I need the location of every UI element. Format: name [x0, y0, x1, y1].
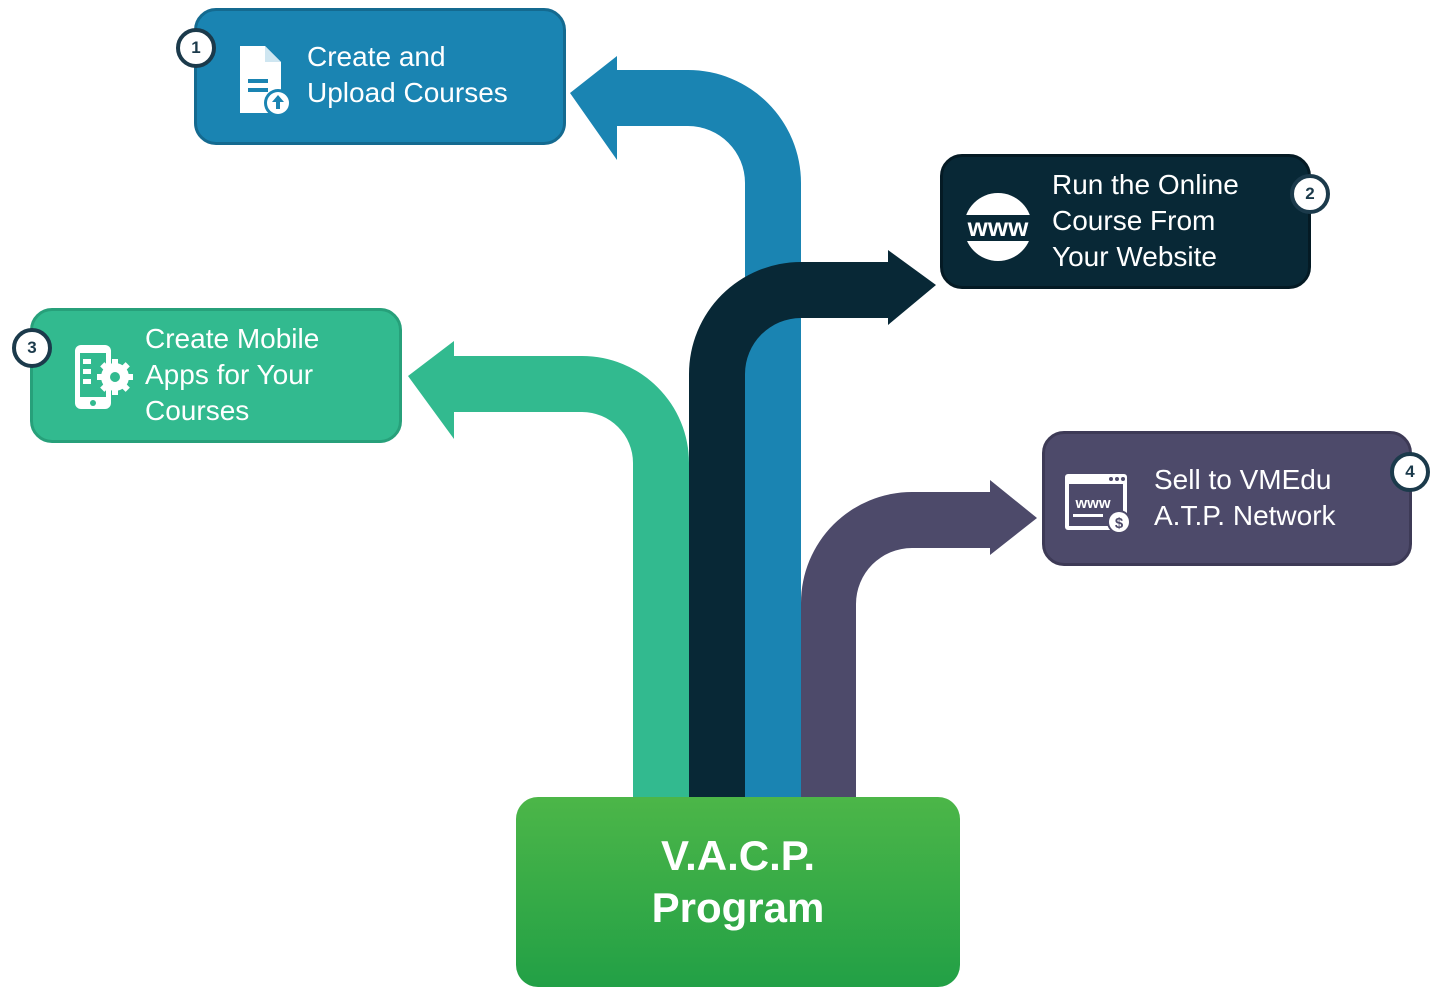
- svg-text:www: www: [967, 212, 1029, 242]
- center-title: V.A.C.P. Program: [651, 832, 825, 931]
- step-card-3: Create Mobile Apps for Your Courses: [30, 308, 402, 443]
- step-label-1: Create and Upload Courses: [307, 41, 508, 108]
- step-number-badge-4: 4: [1390, 452, 1430, 492]
- step-label-3: Create Mobile Apps for Your Courses: [145, 323, 320, 426]
- arrow-to-step-1: [570, 56, 801, 800]
- arrow-to-step-2: [689, 250, 936, 800]
- svg-text:www: www: [1074, 495, 1110, 512]
- center-program-block: V.A.C.P. Program: [516, 797, 960, 987]
- step-label-4: Sell to VMEdu A.T.P. Network: [1154, 464, 1336, 531]
- arrow-to-step-3: [408, 341, 689, 800]
- step-card-4: www $ Sell to VMEdu A.T.P. Network: [1042, 431, 1412, 566]
- step-number-badge-2: 2: [1290, 174, 1330, 214]
- step-card-2: www Run the Online Course From Your Webs…: [940, 154, 1311, 289]
- mobile-app-gear-icon: [75, 345, 133, 409]
- svg-text:$: $: [1115, 515, 1124, 532]
- arrow-to-step-4: [801, 480, 1037, 800]
- step-label-2: Run the Online Course From Your Website: [1052, 169, 1239, 272]
- step-number-badge-1: 1: [176, 28, 216, 68]
- www-globe-icon: www: [958, 193, 1038, 261]
- step-card-1: Create and Upload Courses: [194, 8, 566, 145]
- browser-dollar-icon: www $: [1065, 474, 1131, 534]
- document-upload-icon: [240, 46, 292, 115]
- step-number-badge-3: 3: [12, 328, 52, 368]
